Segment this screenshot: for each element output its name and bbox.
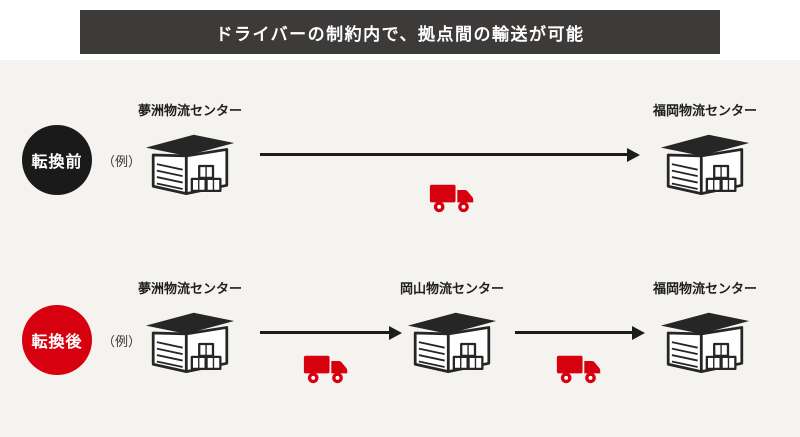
- node-label: 福岡物流センター: [652, 103, 757, 118]
- example-label-before: （例）: [102, 154, 142, 169]
- badge-after: 転換後: [22, 305, 92, 375]
- badge-after-label: 転換後: [31, 334, 83, 351]
- header-banner: ドライバーの制約内で、拠点間の輸送が可能: [80, 10, 720, 54]
- warehouse-icon: [406, 305, 498, 383]
- node-label: 夢洲物流センター: [137, 281, 242, 296]
- node-label: 夢洲物流センター: [137, 103, 242, 118]
- warehouse-icon: [144, 127, 236, 205]
- warehouse-icon: [659, 127, 751, 205]
- warehouse-icon: [659, 305, 751, 383]
- warehouse-icon: [144, 305, 236, 383]
- node-label: 福岡物流センター: [652, 281, 757, 296]
- route-arrow: [515, 331, 633, 334]
- badge-before: 転換前: [22, 125, 92, 195]
- node-fukuoka-before: 福岡物流センター: [640, 100, 770, 205]
- header-title: ドライバーの制約内で、拠点間の輸送が可能: [215, 24, 585, 44]
- example-label-after: （例）: [102, 334, 142, 349]
- content-background: [0, 60, 800, 437]
- route-arrow: [260, 331, 390, 334]
- truck-icon: [556, 352, 602, 386]
- truck-icon: [429, 181, 475, 215]
- node-yumeshima-before: 夢洲物流センター: [125, 100, 255, 205]
- badge-before-label: 転換前: [31, 154, 83, 171]
- node-fukuoka-after: 福岡物流センター: [640, 278, 770, 383]
- node-yumeshima-after: 夢洲物流センター: [125, 278, 255, 383]
- truck-icon: [303, 352, 349, 386]
- route-arrow: [260, 153, 628, 156]
- node-label: 岡山物流センター: [399, 281, 504, 296]
- node-okayama-after: 岡山物流センター: [387, 278, 517, 383]
